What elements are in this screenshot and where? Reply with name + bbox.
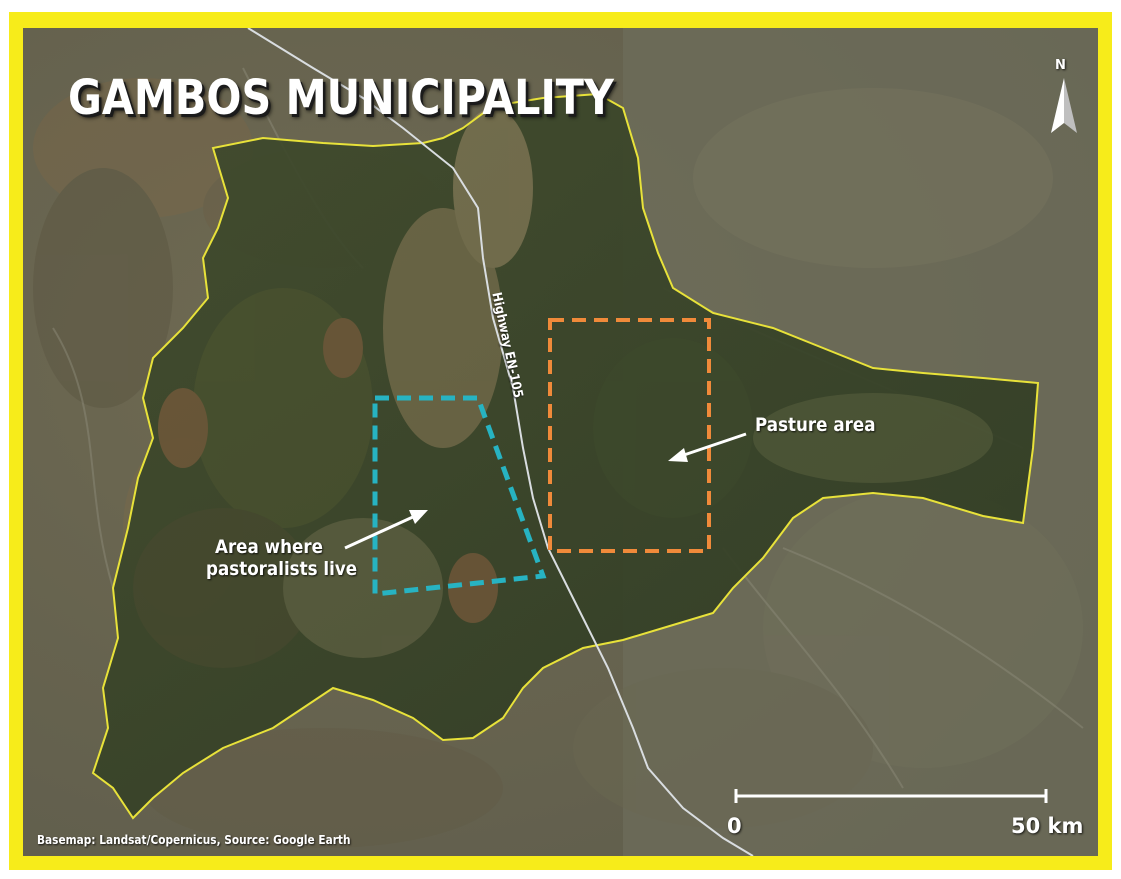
annotation-arrow-icon [344,432,747,550]
pasture-label: Pasture area [755,414,876,436]
pasture-area-box [548,318,711,553]
north-arrow-icon [1051,78,1077,133]
scale-start-label: 0 [727,814,742,838]
basemap-credit: Basemap: Landsat/Copernicus, Source: Goo… [37,833,351,847]
map-title: GAMBOS MUNICIPALITY [68,70,614,126]
scale-bar [734,789,1048,803]
highway-road [247,28,754,856]
map-canvas: GAMBOS MUNICIPALITY N Highway EN-105 Are… [23,28,1098,856]
pastoralists-label-line1: Area where [215,536,323,558]
scale-end-label: 50 km [1011,814,1084,838]
pastoralist-area-box [372,395,547,597]
pastoralists-label-line2: pastoralists live [206,558,358,580]
satellite-basemap [23,28,1098,856]
north-label: N [1055,58,1066,73]
